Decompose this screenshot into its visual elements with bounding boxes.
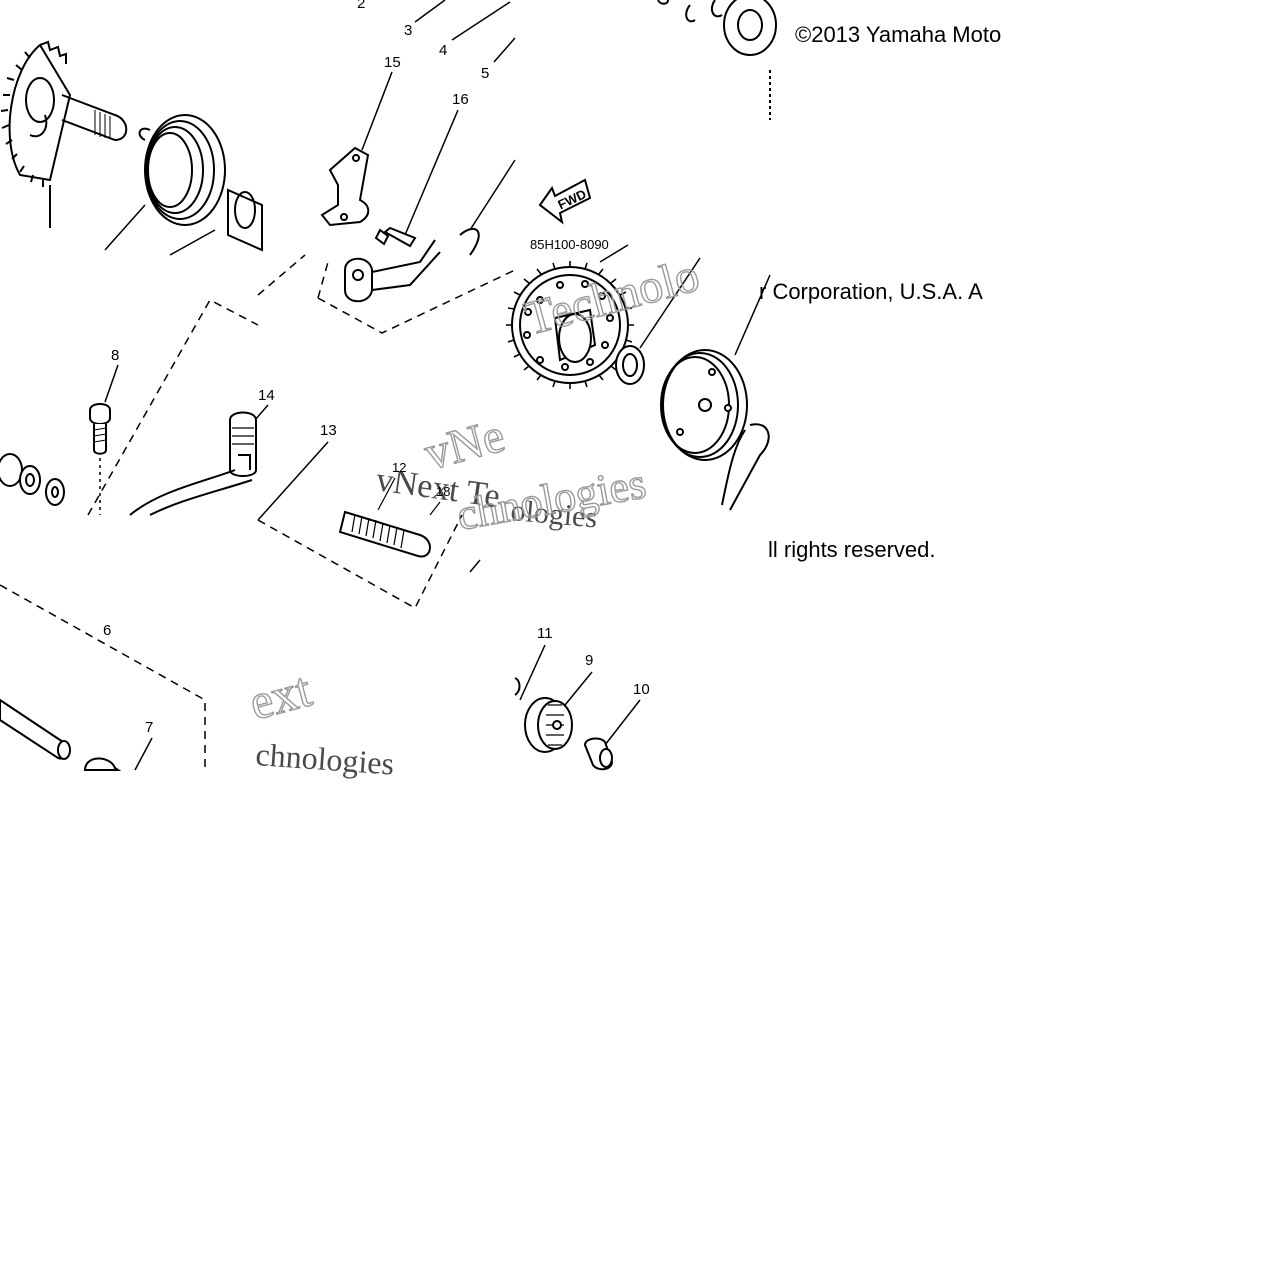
- grip-drawing: [338, 510, 431, 558]
- washers-drawing: [0, 453, 65, 506]
- callout-16: 16: [452, 91, 469, 108]
- callout-4: 4: [439, 42, 447, 59]
- watermark-ext: ext: [243, 661, 317, 731]
- bolt-16-drawing: [374, 226, 417, 248]
- callout-11: 11: [537, 625, 553, 642]
- collar-drawing: [169, 188, 263, 256]
- circlip-drawing: [721, 423, 770, 511]
- spring-clip-drawing: [459, 159, 516, 256]
- pinion-gear-drawing: [524, 697, 573, 753]
- fwd-label: FWD: [555, 186, 588, 212]
- large-sprocket-drawing: [506, 261, 634, 389]
- callout-12: 12: [392, 460, 406, 475]
- watermark: vNe vNext Te Technolo ologies ext chnolo…: [243, 248, 706, 782]
- kick-lever-drawing: [129, 411, 257, 516]
- callout-5: 5: [481, 65, 489, 82]
- copyright-line-1: ©2013 Yamaha Moto: [795, 22, 1002, 47]
- callout-18: 18: [436, 484, 450, 499]
- callout-14: 14: [258, 387, 275, 404]
- bolt-8-drawing: [89, 403, 111, 455]
- callout-13: 13: [320, 422, 337, 439]
- callout-6: 6: [103, 622, 111, 639]
- part-number: 85H100-8090: [530, 237, 609, 252]
- fwd-arrow: FWD: [538, 178, 592, 225]
- kick-gear-drawing: [0, 40, 128, 228]
- callout-7: 7: [145, 719, 153, 736]
- callout-2: 2: [357, 0, 365, 12]
- copyright-line-2: r Corporation, U.S.A. A: [759, 279, 983, 304]
- part-7-drawing: [83, 757, 122, 771]
- callout-9: 9: [585, 652, 593, 669]
- callout-3: 3: [404, 22, 412, 39]
- washer-drawing: [615, 257, 701, 385]
- kick-spring-drawing: [104, 114, 226, 251]
- callout-15: 15: [384, 54, 401, 71]
- callout-8: 8: [111, 347, 119, 364]
- callout-10: 10: [633, 681, 650, 698]
- bushing-drawing: [583, 737, 614, 771]
- shaft-drawing: [0, 698, 71, 760]
- bracket-drawing: [320, 146, 370, 227]
- clutch-drum-drawing: [660, 274, 771, 461]
- bearing-drawing: [657, 0, 777, 56]
- watermark-ologies: ologies: [509, 494, 598, 534]
- shift-lever-drawing: [344, 239, 441, 303]
- copyright-line-3: ll rights reserved.: [768, 537, 936, 562]
- watermark-chnologies: chnologies: [255, 736, 396, 782]
